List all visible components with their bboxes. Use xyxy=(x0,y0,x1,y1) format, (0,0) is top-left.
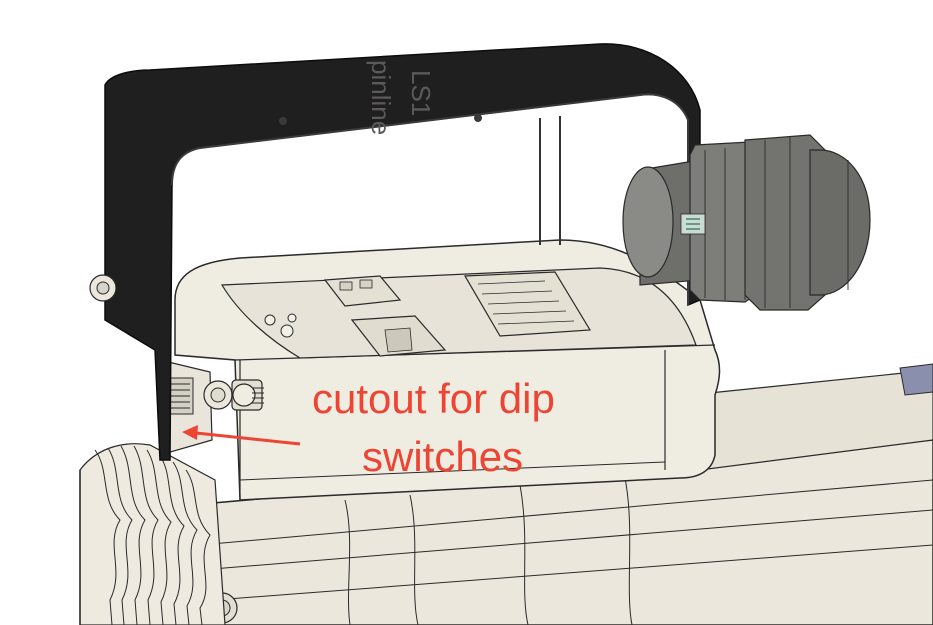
bracket-engraving-1: pinline xyxy=(366,60,396,135)
enclosure-body xyxy=(174,239,721,501)
bracket-engraving-2: LS1 xyxy=(406,70,436,116)
dip-switch-cutout xyxy=(159,359,233,456)
lower-housing xyxy=(189,363,933,625)
bracket-screw xyxy=(231,379,264,411)
black-bracket: pinline LS1 xyxy=(89,43,701,461)
annotation-text-line2: switches xyxy=(362,433,524,480)
annotation-arrow xyxy=(182,425,301,446)
cable-gland xyxy=(622,134,871,311)
annotation-text-line1: cutout for dip xyxy=(312,375,555,422)
heatsink-fins xyxy=(79,443,226,625)
